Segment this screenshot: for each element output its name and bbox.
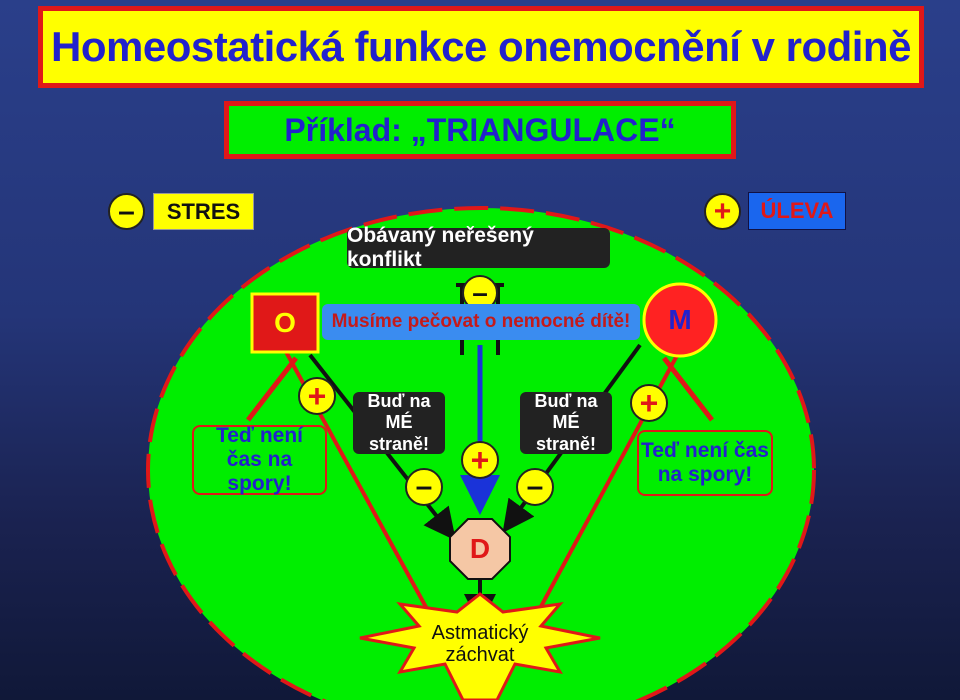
stress-sign: – — [108, 193, 145, 230]
care-label: Musíme pečovat o nemocné dítě! — [322, 304, 640, 340]
title-banner: Homeostatická funkce onemocnění v rodině — [38, 6, 924, 88]
left-relief-sign: + — [298, 377, 336, 415]
arrow-m-right — [662, 356, 714, 422]
arrow-o-left — [246, 356, 298, 422]
relief-label: ÚLEVA — [748, 192, 846, 230]
node-m-circle — [642, 282, 718, 358]
subtitle-banner: Příklad: „TRIANGULACE“ — [224, 101, 736, 159]
node-o-label: O — [274, 307, 296, 338]
left-demand-text: Buď na MÉ straně! — [353, 391, 445, 454]
node-d-label: D — [469, 533, 491, 564]
conflict-label: Obávaný neřešený konflikt — [347, 224, 610, 271]
page-title: Homeostatická funkce onemocnění v rodině — [51, 23, 911, 70]
node-m-label: M — [668, 304, 692, 335]
left-relief-text: Teď není čas na spory! — [192, 424, 327, 495]
node-d-octagon — [449, 518, 511, 580]
right-demand-sign: – — [516, 468, 554, 506]
attack-label: Astmatický záchvat — [431, 622, 529, 666]
right-demand-text: Buď na MÉ straně! — [520, 391, 612, 454]
left-demand-sign: – — [405, 468, 443, 506]
node-o-box — [250, 292, 320, 354]
attack-starburst — [359, 592, 601, 700]
right-relief-text: Teď není čas na spory! — [637, 430, 773, 496]
stress-label: STRES — [153, 193, 254, 230]
center-relief-sign: + — [461, 441, 499, 479]
page-subtitle: Příklad: „TRIANGULACE“ — [284, 111, 676, 148]
relief-sign: + — [704, 193, 741, 230]
right-relief-sign: + — [630, 384, 668, 422]
